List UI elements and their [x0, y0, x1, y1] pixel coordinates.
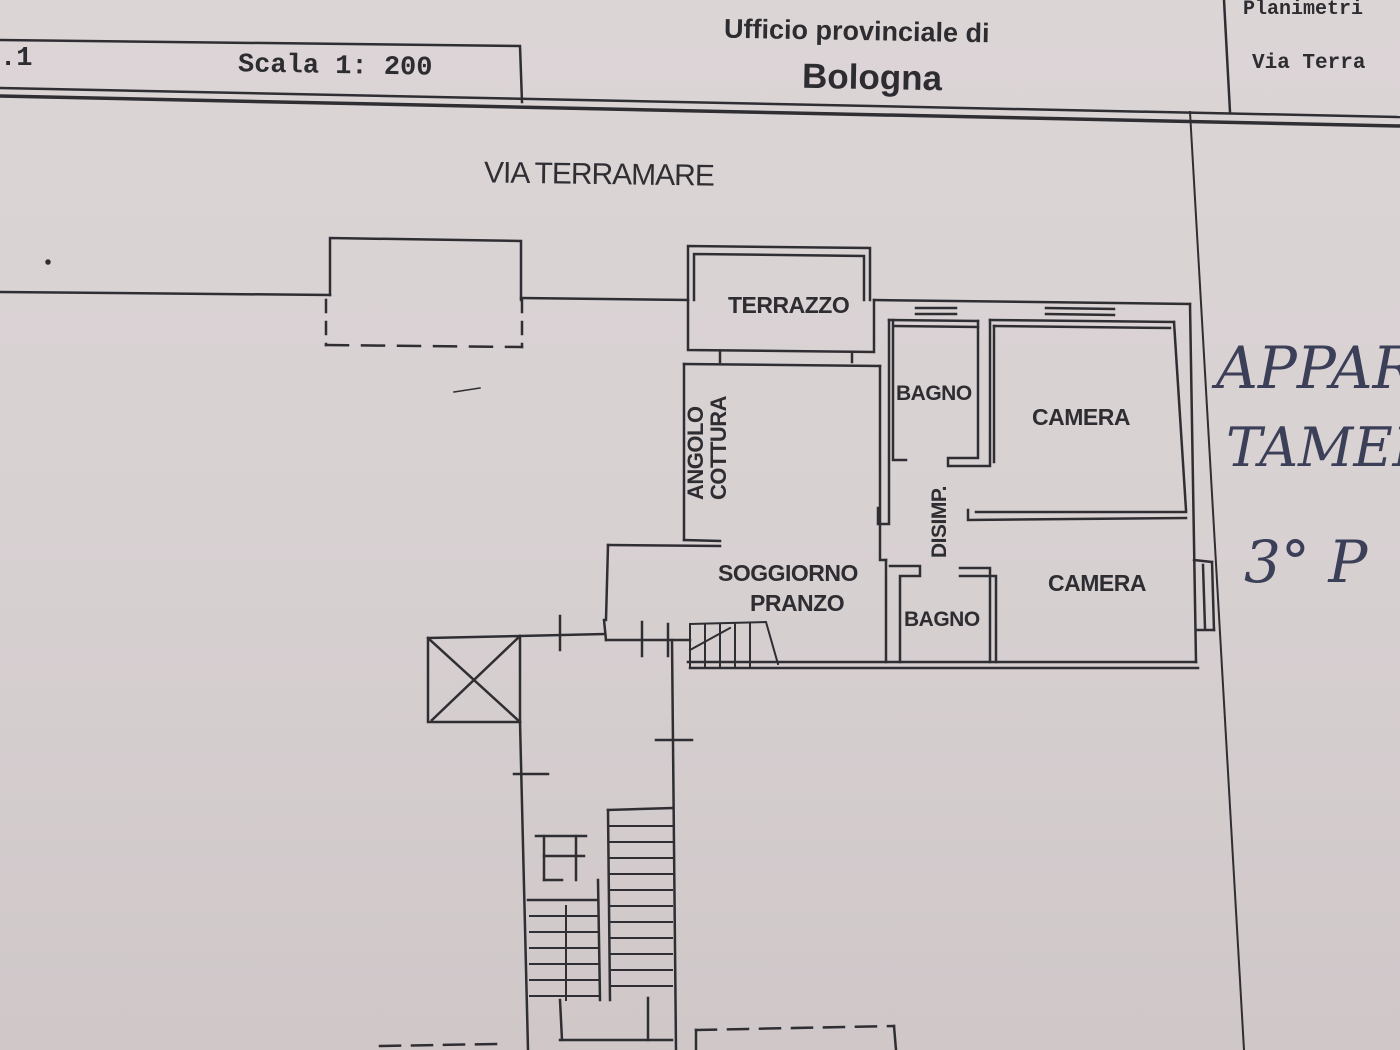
apartment-walls	[604, 110, 1246, 1050]
room-cottura-label: COTTURA	[706, 395, 731, 500]
header-frame	[0, 0, 1400, 128]
handwritten-note-line2: TAMEN	[1226, 416, 1400, 479]
handwritten-note-line3: 3° P	[1244, 528, 1368, 596]
room-angolo-label: ANGOLO	[683, 406, 708, 500]
scale-label: Scala 1: 200	[237, 50, 433, 84]
office-city: Bologna	[801, 56, 943, 99]
room-camera-top: CAMERA	[1032, 404, 1130, 430]
room-bagno-top: BAGNO	[896, 382, 972, 405]
common-stairwell	[426, 614, 694, 1050]
room-disimpegno: DISIMP.	[928, 486, 951, 558]
inner-partitions	[876, 306, 1188, 664]
handwritten-note-line1: APPAR	[1216, 334, 1400, 402]
room-terrazzo: TERRAZZO	[728, 292, 850, 318]
stair-treads	[529, 825, 673, 1001]
street-header-label: Via Terra	[1252, 52, 1366, 75]
room-bagno-bottom: BAGNO	[904, 608, 980, 631]
sheet-number: .1	[0, 44, 33, 74]
room-angolo-cottura: ANGOLO COTTURA	[683, 395, 731, 500]
lower-dashed-lines	[378, 1024, 898, 1050]
planimetry-label: Planimetri	[1243, 0, 1364, 21]
apartment-stair	[688, 620, 780, 669]
room-soggiorno: SOGGIORNO	[718, 560, 858, 586]
room-camera-bottom: CAMERA	[1048, 570, 1146, 596]
street-boundary	[0, 236, 690, 349]
street-name: VIA TERRAMARE	[483, 156, 715, 193]
room-pranzo: PRANZO	[750, 590, 845, 616]
terrazzo-outline	[686, 244, 876, 364]
office-label: Ufficio provinciale di	[723, 13, 990, 49]
